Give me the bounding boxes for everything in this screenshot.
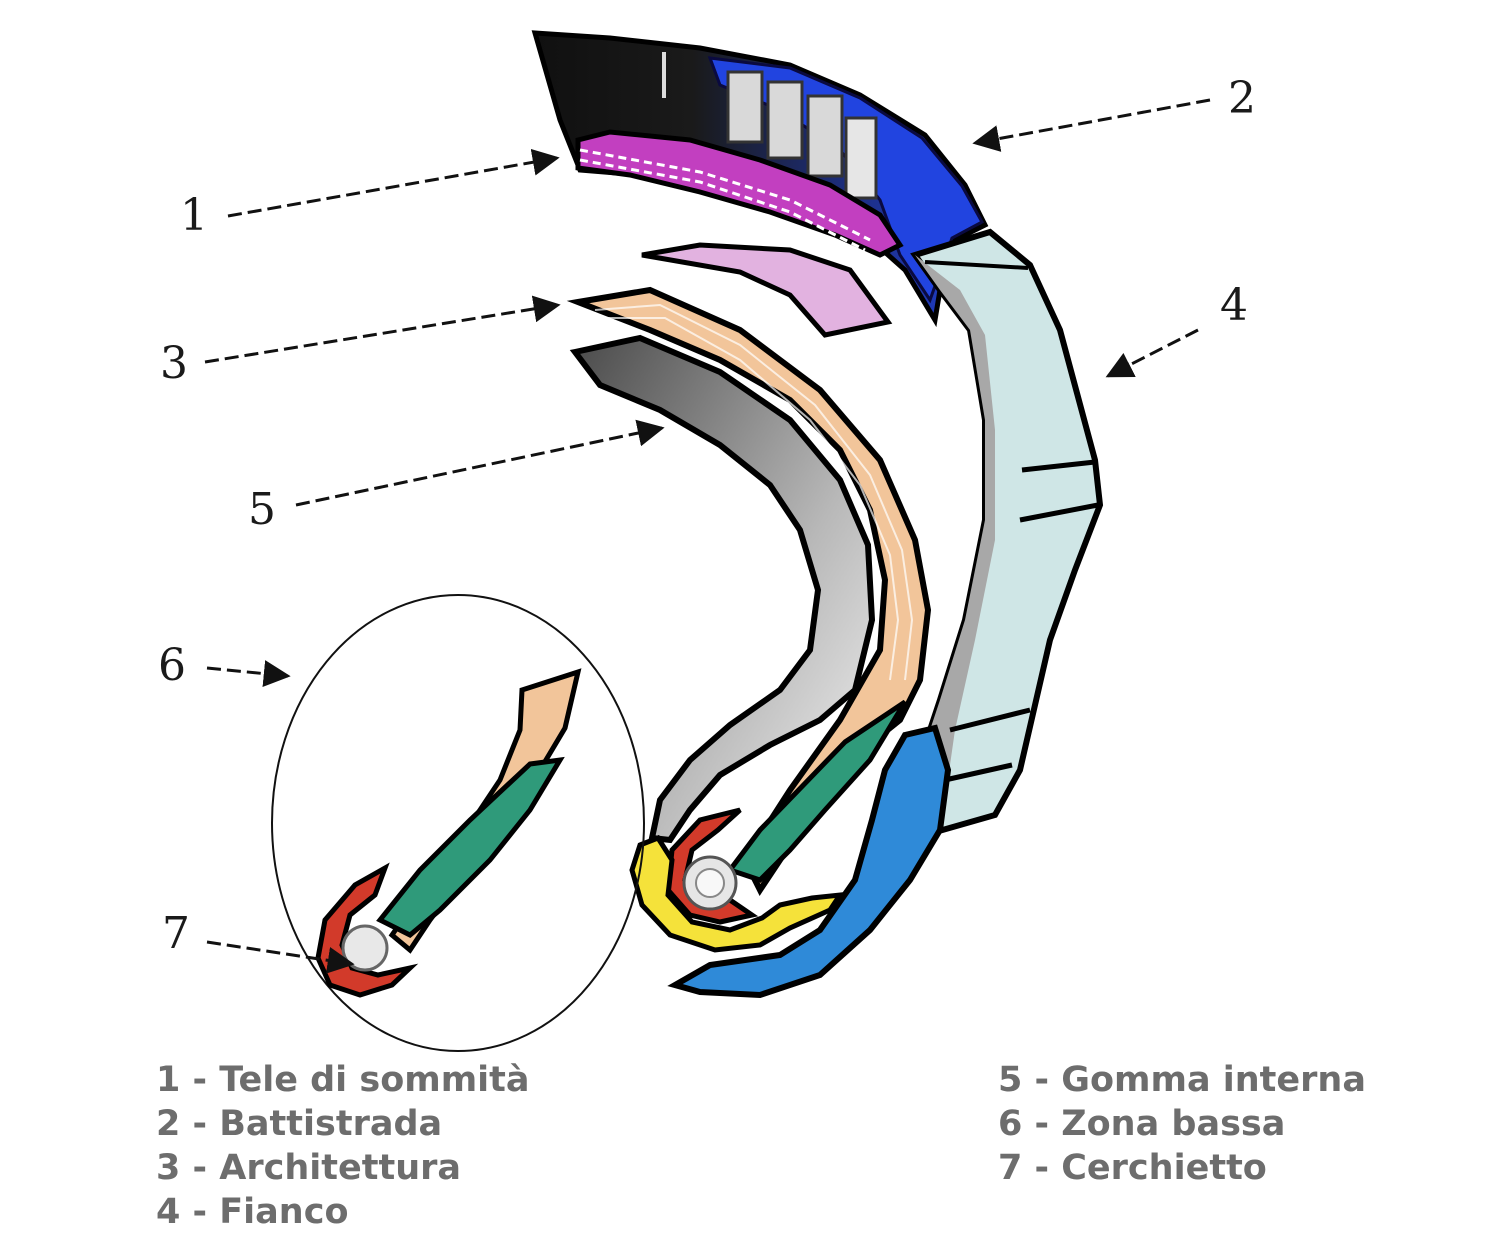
arrow-6 xyxy=(206,660,291,688)
callout-4: 4 xyxy=(1220,280,1248,331)
callout-6: 6 xyxy=(158,640,186,691)
legend-item-5: 5 - Gomma interna xyxy=(998,1060,1366,1100)
legend-right: 5 - Gomma interna 6 - Zona bassa 7 - Cer… xyxy=(998,1058,1366,1190)
crown-belts-part xyxy=(575,129,904,258)
legend-item-1: 1 - Tele di sommità xyxy=(156,1060,530,1100)
main-bead-zone xyxy=(629,699,908,953)
callout-3: 3 xyxy=(160,338,188,389)
callout-5: 5 xyxy=(248,484,276,535)
callout-7: 7 xyxy=(162,908,190,959)
callout-2: 2 xyxy=(1228,73,1256,124)
legend-item-2: 2 - Battistrada xyxy=(156,1104,443,1144)
callout-1: 1 xyxy=(180,190,208,241)
arrow-5 xyxy=(295,419,665,507)
bead-zone-detail-ellipse xyxy=(271,594,645,1052)
arrow-4 xyxy=(1105,328,1199,378)
arrow-1 xyxy=(227,148,560,218)
rim-guard-part xyxy=(667,724,952,999)
arrow-3 xyxy=(204,295,561,364)
arrow-2 xyxy=(972,98,1211,152)
legend-item-3: 3 - Architettura xyxy=(156,1148,461,1188)
legend-item-6: 6 - Zona bassa xyxy=(998,1104,1286,1144)
bead-detail-part xyxy=(315,668,582,998)
carcass-part xyxy=(566,286,932,896)
legend-item-7: 7 - Cerchietto xyxy=(998,1148,1267,1188)
arrow-7 xyxy=(206,940,355,974)
legend-left: 1 - Tele di sommità 2 - Battistrada 3 - … xyxy=(156,1058,530,1234)
legend-item-4: 4 - Fianco xyxy=(156,1192,349,1232)
belt-underlay-part xyxy=(641,242,893,338)
